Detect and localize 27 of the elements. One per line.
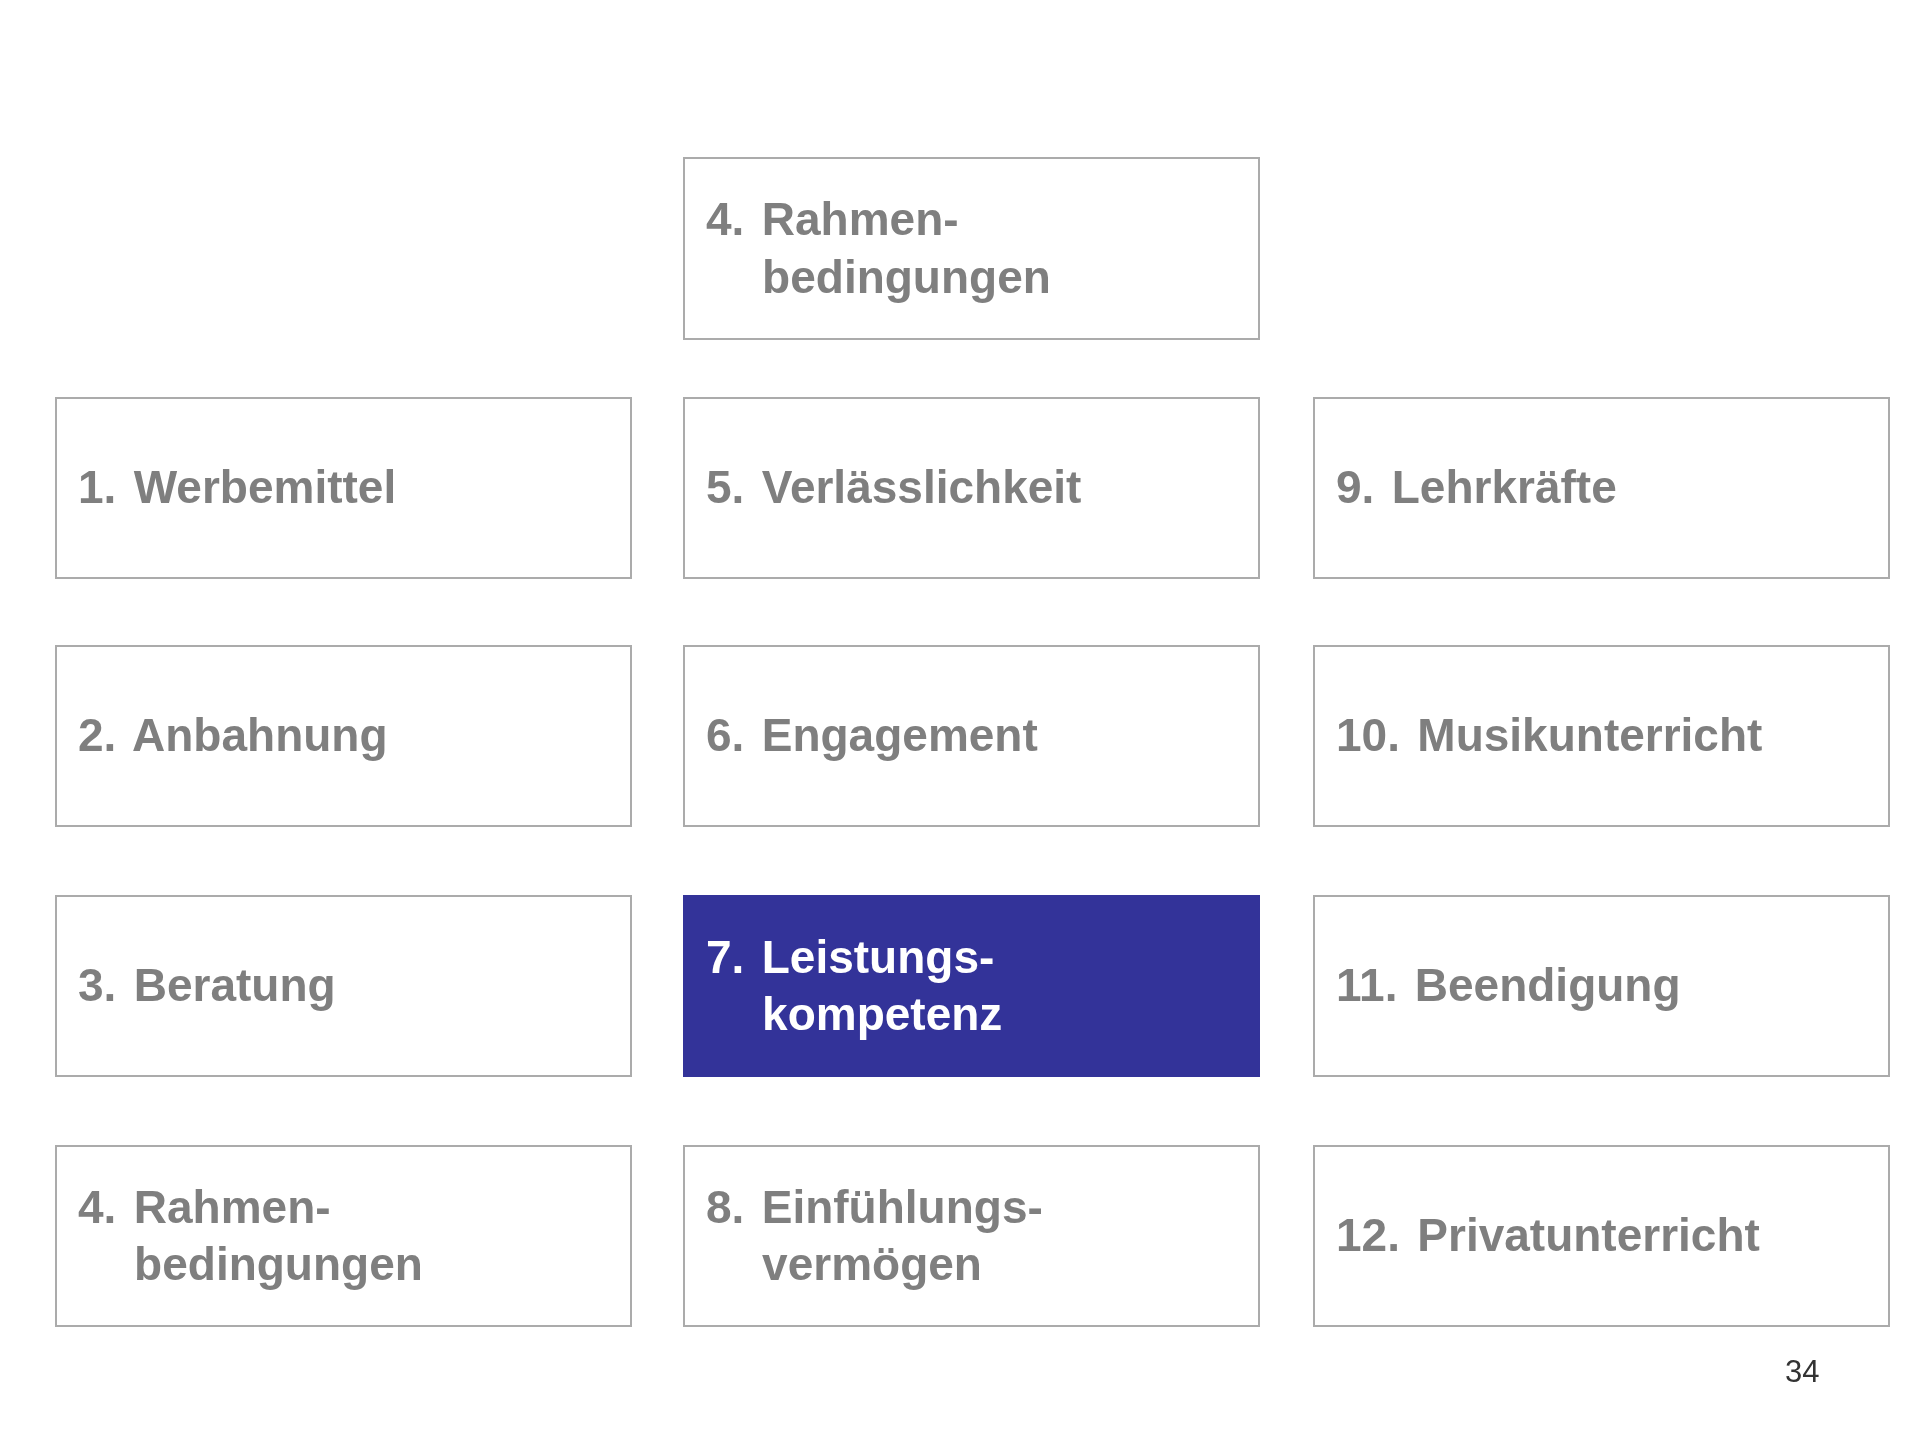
category-label: 7. Leistungs- kompetenz: [706, 929, 1004, 1042]
category-label: 11. Beendigung: [1336, 958, 1682, 1014]
category-box: [683, 157, 1260, 340]
category-label: 4. Rahmen- bedingungen: [78, 1179, 424, 1292]
category-box: [1313, 397, 1890, 579]
category-box: [1313, 645, 1890, 827]
category-label: 6. Engagement: [706, 708, 1039, 764]
category-box: [683, 645, 1260, 827]
category-label: 9. Lehrkräfte: [1336, 460, 1618, 516]
category-label: 3. Beratung: [78, 958, 337, 1014]
category-label: 8. Einfühlungs- vermögen: [706, 1179, 1044, 1292]
category-label: 1. Werbemittel: [78, 460, 398, 516]
category-label: 12. Privatunterricht: [1336, 1208, 1761, 1264]
category-box: [55, 645, 632, 827]
category-box: [55, 1145, 632, 1327]
category-label: 5. Verlässlichkeit: [706, 460, 1083, 516]
category-box: [55, 397, 632, 579]
highlighted-category-box: [683, 895, 1260, 1077]
category-box: [683, 1145, 1260, 1327]
category-box: [683, 397, 1260, 579]
category-label: 2. Anbahnung: [78, 708, 389, 764]
category-label: 4. Rahmen- bedingungen: [706, 192, 1052, 305]
page-number: 34: [1785, 1354, 1820, 1390]
category-box: [55, 895, 632, 1077]
category-label: 10. Musikunterricht: [1336, 708, 1764, 764]
category-box: [1313, 1145, 1890, 1327]
category-box: [1313, 895, 1890, 1077]
